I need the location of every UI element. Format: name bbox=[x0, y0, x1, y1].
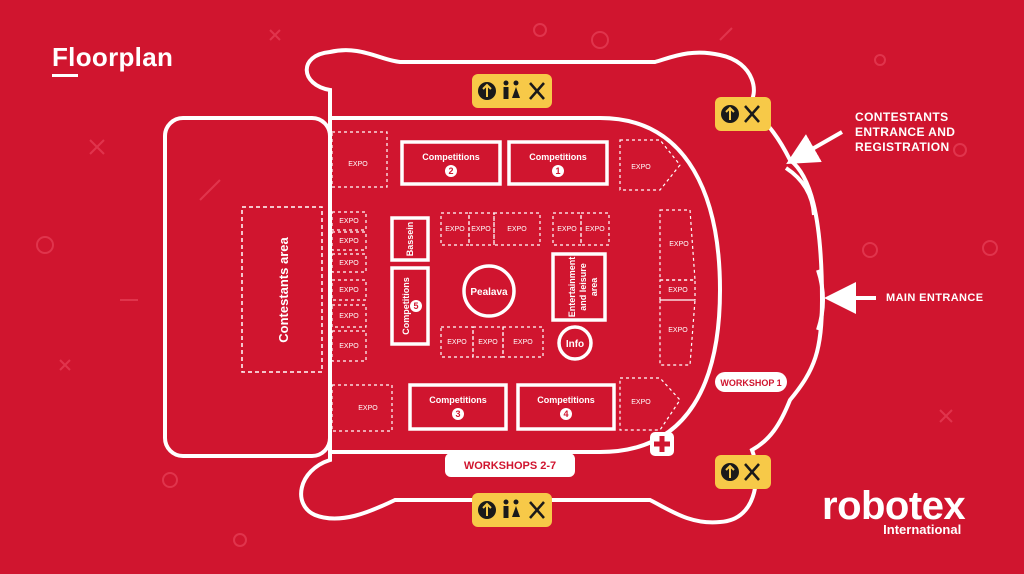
info-point bbox=[557, 325, 593, 361]
background-pattern bbox=[36, 23, 998, 547]
amenity-badge-top bbox=[472, 74, 552, 108]
expo-label: EXPO bbox=[668, 287, 688, 294]
competition-5-label: Competitions bbox=[401, 277, 411, 335]
expo-label: EXPO bbox=[339, 260, 359, 267]
amenity-badge-bottom bbox=[472, 493, 552, 527]
brand-sub: International bbox=[883, 522, 962, 537]
pealava-stage bbox=[462, 264, 516, 318]
bassein-label: Bassein bbox=[405, 222, 415, 257]
contestants-entrance-line1: CONTESTANTS bbox=[855, 110, 949, 124]
expo-label: EXPO bbox=[478, 339, 498, 346]
expo-label: EXPO bbox=[557, 226, 577, 233]
entertainment-area bbox=[551, 252, 607, 322]
competition-2-label: Competitions bbox=[422, 152, 480, 162]
contestants-area-zone bbox=[241, 206, 323, 373]
brand-name: robotex bbox=[822, 484, 966, 528]
expo-label: EXPO bbox=[339, 313, 359, 320]
entertainment-label-3: area bbox=[589, 277, 599, 297]
competition-3-label: Competitions bbox=[429, 395, 487, 405]
expo-label: EXPO bbox=[339, 218, 359, 225]
competition-1-number: 1 bbox=[555, 166, 560, 176]
workshops27-label: WORKSHOPS 2-7 bbox=[464, 460, 556, 472]
expo-label: EXPO bbox=[507, 226, 527, 233]
bassein-area bbox=[390, 216, 430, 262]
expo-label: EXPO bbox=[348, 161, 368, 168]
contestants-entrance-arrow-icon bbox=[786, 130, 843, 164]
expo-label: EXPO bbox=[585, 226, 605, 233]
main-hall-outline bbox=[330, 116, 723, 454]
restroom-icon bbox=[503, 499, 520, 518]
first-aid-icon bbox=[650, 432, 674, 456]
entertainment-label-1: Entertainment bbox=[567, 257, 577, 318]
expo-label: EXPO bbox=[445, 226, 465, 233]
info-label: Info bbox=[566, 339, 584, 350]
competition-3-number: 3 bbox=[455, 409, 460, 419]
expo-label: EXPO bbox=[631, 399, 651, 406]
contestants-entrance-line2: ENTRANCE AND bbox=[855, 125, 956, 139]
page-title: Floorplan bbox=[52, 42, 174, 72]
contestants-area-label: Contestants area bbox=[276, 236, 291, 342]
competition-1-label: Competitions bbox=[529, 152, 587, 162]
competition-3-area bbox=[408, 383, 508, 431]
main-entrance-label: MAIN ENTRANCE bbox=[886, 292, 984, 304]
expo-booths bbox=[331, 131, 696, 432]
expo-label: EXPO bbox=[358, 405, 378, 412]
expo-label: EXPO bbox=[339, 343, 359, 350]
competition-numbers: 2 1 3 4 5 bbox=[410, 165, 572, 420]
expo-label: EXPO bbox=[668, 327, 688, 334]
robotex-logo: robotex International bbox=[822, 484, 966, 537]
workshop1-label: WORKSHOP 1 bbox=[720, 378, 781, 388]
food-icon bbox=[744, 105, 760, 123]
competition-2-number: 2 bbox=[448, 166, 453, 176]
contestants-entrance-line3: REGISTRATION bbox=[855, 140, 950, 154]
competition-4-area bbox=[516, 383, 616, 431]
expo-label: EXPO bbox=[339, 238, 359, 245]
expo-label: EXPO bbox=[669, 241, 689, 248]
expo-label: EXPO bbox=[447, 339, 467, 346]
amenity-badge-right-top bbox=[715, 97, 771, 131]
expo-label: EXPO bbox=[631, 164, 651, 171]
contestants-entrance-label: CONTESTANTS ENTRANCE AND REGISTRATION bbox=[855, 110, 955, 155]
pealava-label: Pealava bbox=[470, 287, 508, 298]
competition-2-area bbox=[400, 140, 502, 186]
workshop1-badge bbox=[715, 372, 787, 392]
restroom-icon bbox=[503, 80, 520, 99]
amenity-badge-right-bottom bbox=[715, 455, 771, 489]
food-icon bbox=[529, 501, 545, 519]
workshops27-badge bbox=[445, 453, 575, 477]
entertainment-label-2: and leisure bbox=[578, 263, 588, 311]
food-icon bbox=[529, 82, 545, 100]
expo-labels: EXPO EXPO EXPO EXPO EXPO EXPO EXPO EXPO … bbox=[339, 161, 689, 412]
expo-label: EXPO bbox=[513, 339, 533, 346]
competition-4-number: 4 bbox=[563, 409, 568, 419]
competition-5-area bbox=[390, 266, 430, 346]
contestants-hall bbox=[163, 116, 332, 458]
competition-1-area bbox=[507, 140, 609, 186]
competition-5-number: 5 bbox=[413, 301, 418, 311]
expo-label: EXPO bbox=[339, 287, 359, 294]
expo-label: EXPO bbox=[471, 226, 491, 233]
food-icon bbox=[744, 463, 760, 481]
competition-4-label: Competitions bbox=[537, 395, 595, 405]
title-underline bbox=[52, 74, 78, 77]
